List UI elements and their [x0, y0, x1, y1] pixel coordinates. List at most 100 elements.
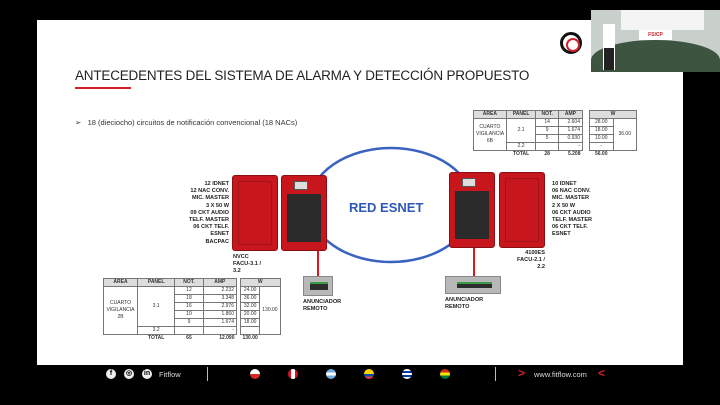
table-cell: 2.976	[202, 302, 238, 311]
table-cell: 2.1	[505, 118, 537, 143]
table-cell: 9	[535, 126, 559, 135]
company-logo	[560, 32, 582, 54]
right-fire-alarm-panel	[449, 172, 495, 248]
connection-line	[317, 251, 319, 276]
table-cell: 12	[174, 286, 204, 295]
table-cell: 3.1	[136, 286, 176, 327]
brand-name: Fitflow	[159, 370, 181, 379]
slide-title: ANTECEDENTES DEL SISTEMA DE ALARMA Y DET…	[75, 68, 530, 83]
table-cell	[104, 335, 138, 343]
table-row: 18.00	[239, 318, 281, 327]
table-cell	[239, 326, 261, 335]
speaker-video-overlay: FSICP	[591, 10, 720, 72]
table-cell: 24.00	[239, 286, 261, 295]
table-cell: 2.232	[202, 286, 238, 295]
table-cell: 0.930	[557, 134, 584, 143]
label-line: 09 CKT AUDIO	[190, 209, 229, 216]
table-cell: 32.00	[239, 302, 261, 311]
table-header: W	[589, 110, 637, 119]
label-line: 06 CKT TELF.	[193, 224, 229, 231]
table-cell: 9	[174, 318, 204, 327]
right-cabinet-door	[499, 172, 545, 248]
bullet-text: 18 (dieciocho) circuitos de notificación…	[87, 118, 298, 127]
table-row: W	[240, 278, 281, 287]
label-line: 2.2	[537, 264, 545, 271]
bullet-arrow-icon: ➢	[75, 118, 82, 127]
chevron-left-icon: <	[598, 366, 606, 380]
table-row: 3.2-	[104, 326, 238, 335]
table-cell: 2.2	[505, 142, 537, 151]
label-line: 2 X 50 W	[552, 202, 576, 209]
table-cell: 10	[174, 310, 204, 319]
label-line: 3.2	[233, 268, 241, 275]
table-cell: 130.00	[242, 334, 258, 341]
label-line: 4100ES	[525, 250, 545, 256]
label-line: 10 IDNET	[552, 181, 577, 187]
table-cell: 16	[174, 302, 204, 311]
label-line: 06 CKT AUDIO	[552, 209, 591, 216]
label-line: 3 X 50 W	[205, 202, 229, 209]
label-line: ANUNCIADOR	[303, 299, 342, 305]
table-cell	[535, 142, 559, 151]
label-line: FACU-2.1 /	[517, 257, 545, 264]
table-cell: 1.674	[557, 126, 584, 135]
table-cell: 18.00	[589, 126, 614, 135]
connection-line	[473, 248, 475, 276]
speaker-legs	[604, 48, 614, 70]
label-line: ANUNCIADOR	[445, 297, 484, 303]
table-header: AMP	[557, 110, 584, 119]
label-line: MIC. MASTER	[552, 195, 589, 202]
table-header: PANEL	[136, 278, 176, 287]
projector-screen	[621, 10, 704, 30]
footer-bar: f ◎ in Fitflow > www.fitflow.com <	[90, 365, 630, 385]
table-cell: 65	[186, 335, 192, 341]
label-line: FACU-3.1 /	[233, 261, 261, 268]
label-line: 12 NAC CONV.	[190, 188, 229, 195]
table-cell: 1.860	[202, 310, 238, 319]
table-cell: 14	[535, 118, 559, 127]
table-cell: 56.00	[594, 151, 608, 157]
table-cell: CUARTO VIGILANCIA 6B	[473, 118, 507, 151]
table-header: PANEL	[505, 110, 537, 119]
facebook-icon[interactable]: f	[106, 369, 116, 379]
instagram-icon[interactable]: ◎	[124, 369, 134, 379]
table-cell: 36.00	[239, 294, 261, 303]
table-cell: TOTAL	[148, 335, 165, 341]
table-cell: 1.674	[202, 318, 238, 327]
table-cell: 18	[174, 294, 204, 303]
label-line: REMOTO	[445, 304, 470, 311]
table-cell: -	[557, 142, 584, 151]
table-cell: 18.00	[239, 318, 261, 327]
table-cell	[474, 151, 507, 159]
table-cell: 130.00	[259, 286, 281, 335]
table-cell: 3.348	[202, 294, 238, 303]
table-row: W	[589, 110, 637, 119]
label-line: ESNET	[552, 231, 571, 238]
linkedin-icon[interactable]: in	[142, 369, 152, 379]
table-header: NOT.	[174, 278, 204, 287]
right-remote-annunciator	[445, 276, 501, 294]
label-line: BACPAC	[205, 238, 229, 245]
argentina-flag-icon	[326, 369, 336, 379]
bullet-point: ➢ 18 (dieciocho) circuitos de notificaci…	[75, 118, 297, 127]
left-cabinet-door	[232, 175, 278, 251]
left-fire-alarm-panel	[281, 175, 327, 251]
label-line: TELF. MASTER	[188, 217, 229, 224]
website-link[interactable]: www.fitflow.com	[534, 370, 587, 379]
presentation-slide: ANTECEDENTES DEL SISTEMA DE ALARMA Y DET…	[37, 20, 683, 365]
table-cell	[613, 151, 637, 159]
uruguay-flag-icon	[402, 369, 412, 379]
label-line: ESNET	[210, 231, 229, 238]
